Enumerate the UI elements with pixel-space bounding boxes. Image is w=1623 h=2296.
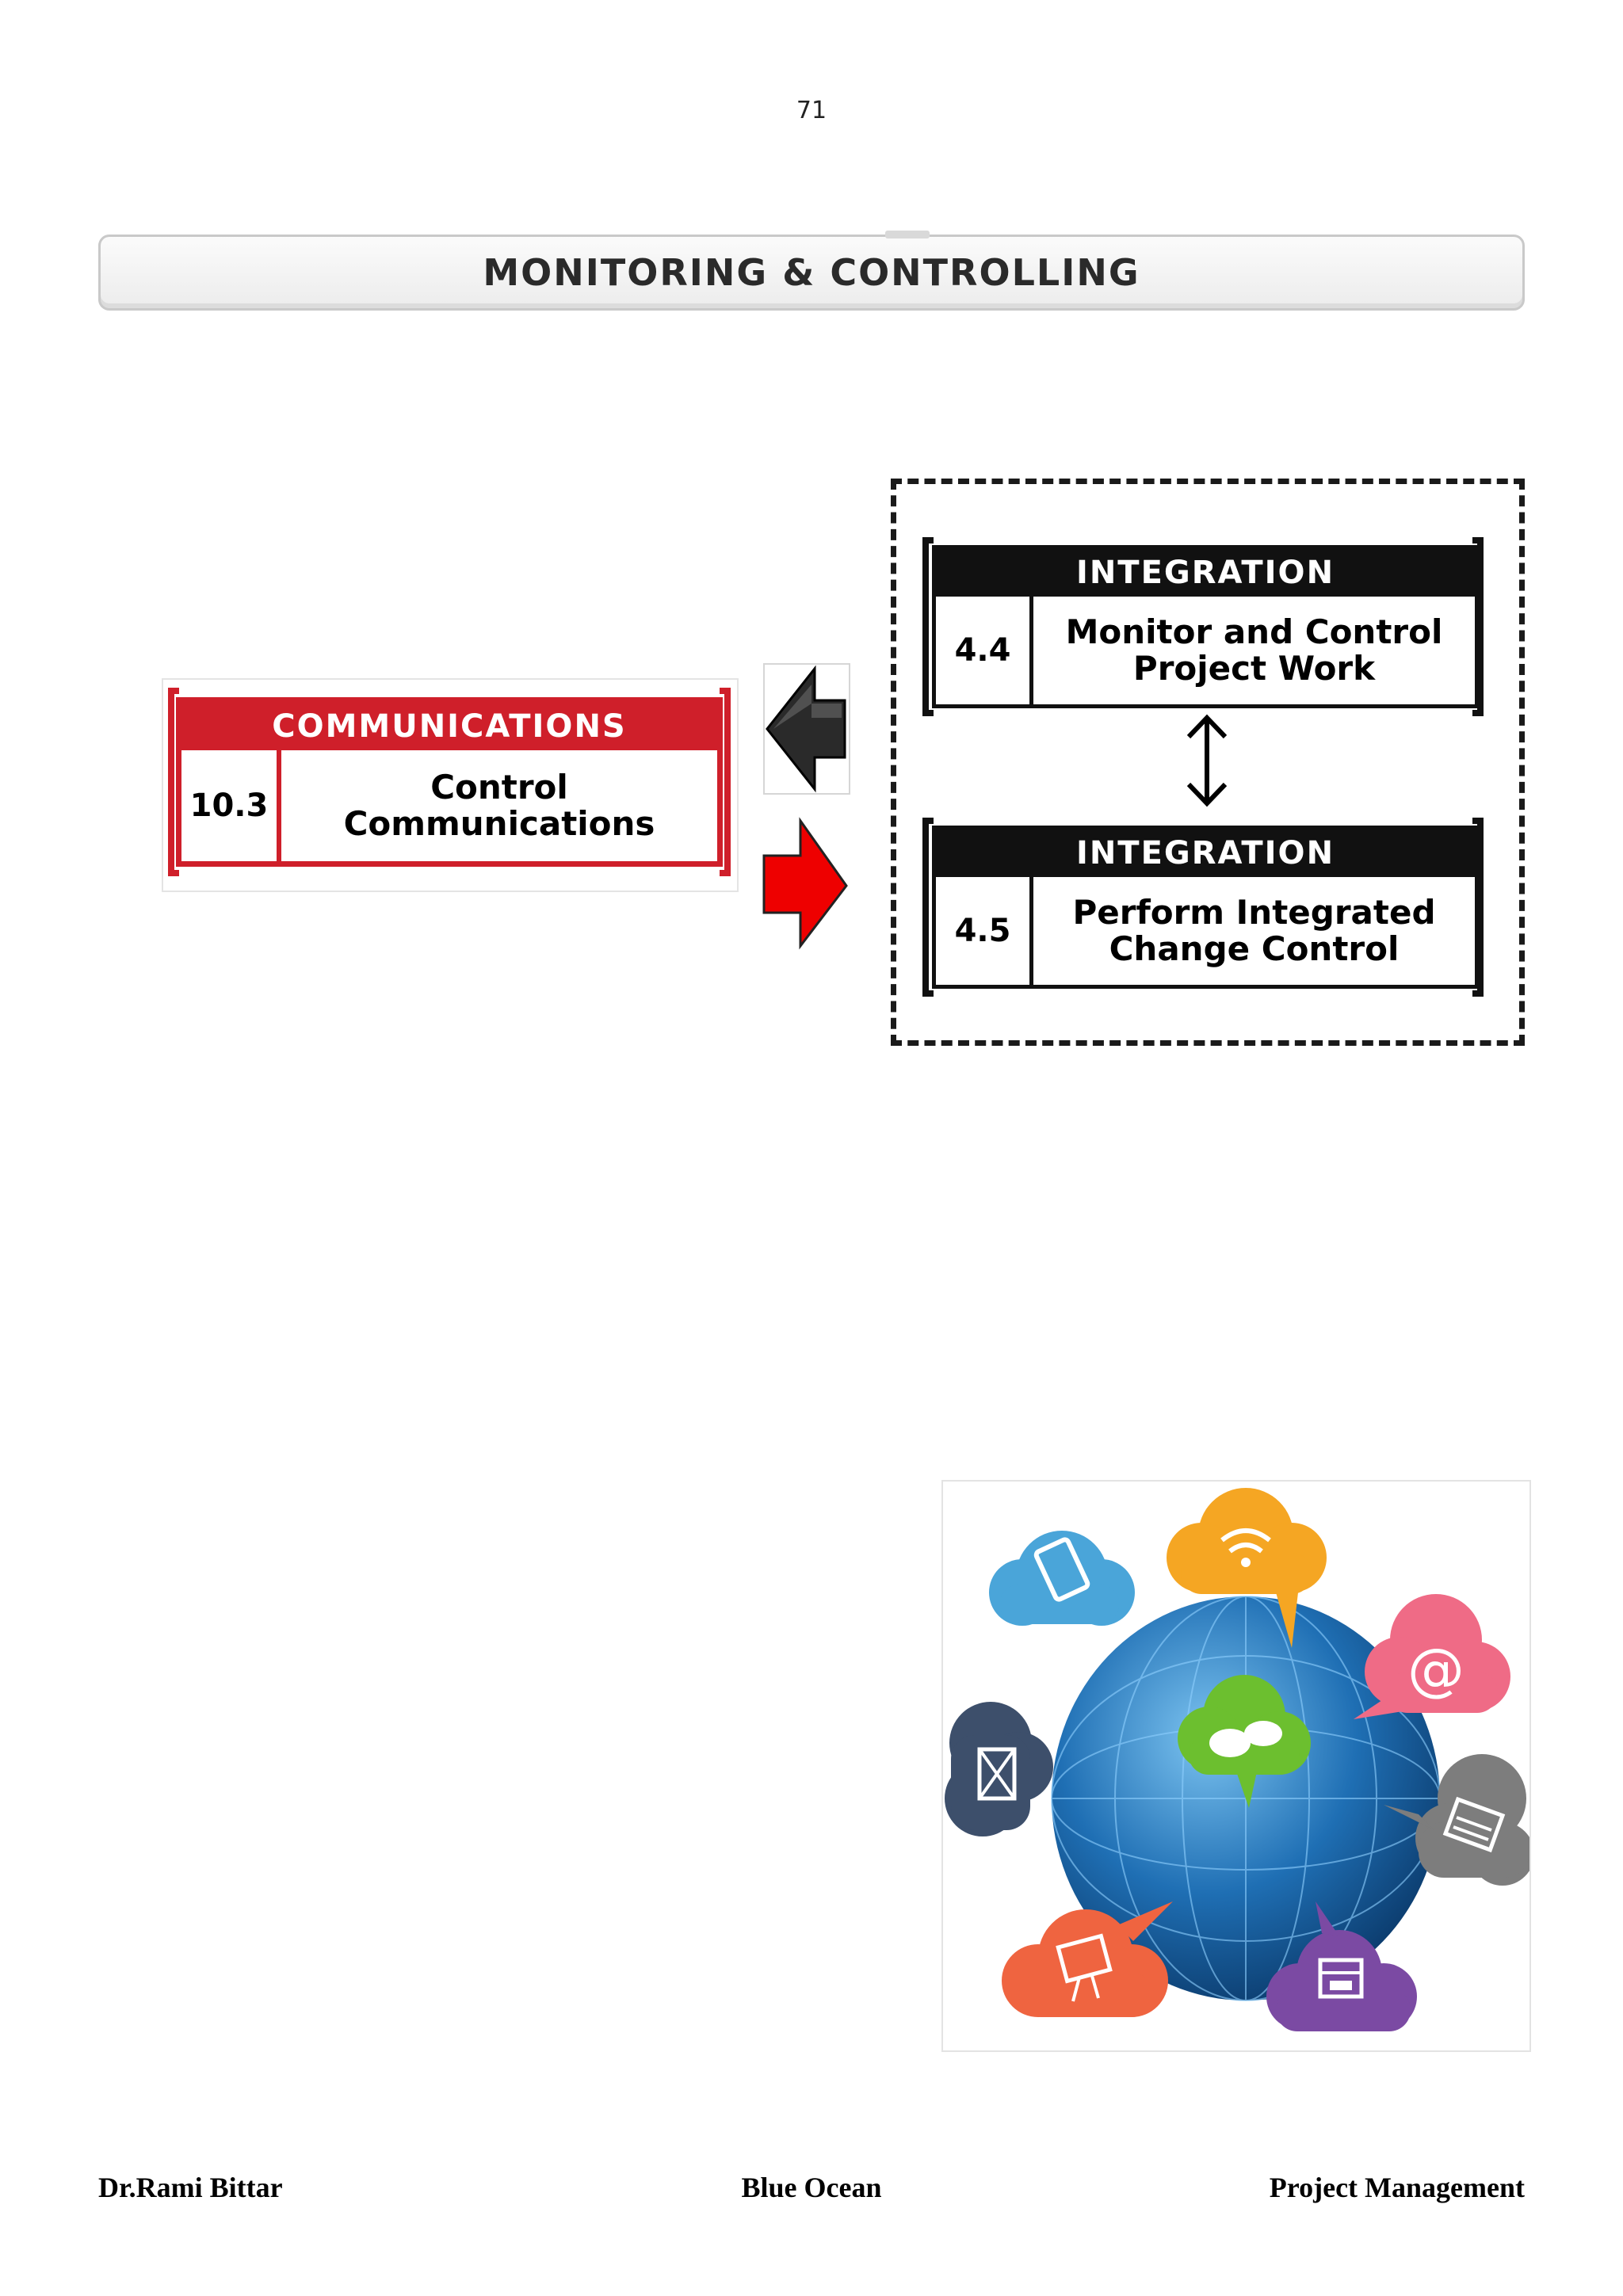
integration-process-name: Perform Integrated Change Control	[1072, 892, 1436, 968]
integration-bracket-left-2	[922, 818, 934, 997]
banner-tab	[885, 231, 930, 238]
wifi-icon	[1167, 1488, 1327, 1648]
integration-area-label: INTEGRATION	[936, 549, 1475, 597]
footer-course: Project Management	[1269, 2172, 1525, 2203]
tablet-icon	[989, 1531, 1135, 1626]
integration-process-number: 4.4	[936, 597, 1033, 704]
communications-process-box: COMMUNICATIONS 10.3 Control Communicatio…	[176, 697, 723, 867]
communications-bracket-left	[168, 688, 179, 876]
integration-process-name: Monitor and Control Project Work	[1065, 612, 1443, 688]
integration-process-box-2: INTEGRATION 4.5 Perform Integrated Chang…	[932, 826, 1479, 989]
integration-process-box-1: INTEGRATION 4.4 Monitor and Control Proj…	[932, 545, 1479, 708]
newspaper-icon	[1384, 1754, 1534, 1886]
at-sign-icon: @	[1354, 1594, 1510, 1719]
integration-bracket-right-2	[1472, 818, 1484, 997]
globe-illustration: @	[945, 1488, 1534, 2031]
communications-process-number: 10.3	[181, 750, 281, 861]
section-banner: MONITORING & CONTROLLING	[98, 231, 1525, 311]
integration-process-number: 4.5	[936, 877, 1033, 985]
footer-company: Blue Ocean	[741, 2172, 882, 2203]
arrow-left-icon	[763, 663, 850, 795]
communications-bracket-right	[720, 688, 731, 876]
presentation-board-icon	[1002, 1901, 1173, 2017]
printer-icon	[1266, 1901, 1417, 2031]
svg-text:@: @	[1407, 1636, 1465, 1703]
integration-bracket-right-1	[1472, 537, 1484, 716]
page-number: 71	[796, 97, 827, 124]
footer-author: Dr.Rami Bittar	[98, 2172, 283, 2203]
envelope-icon	[945, 1702, 1053, 1836]
arrow-right-icon	[762, 817, 848, 950]
communications-process-name: Control Communications	[343, 767, 655, 843]
communications-area-label: COMMUNICATIONS	[181, 703, 717, 750]
chat-bubbles-icon	[1178, 1675, 1311, 1808]
integration-bracket-left-1	[922, 537, 934, 716]
section-title: MONITORING & CONTROLLING	[483, 251, 1140, 294]
communication-globe-illustration: @	[941, 1480, 1534, 2052]
integration-area-label: INTEGRATION	[936, 830, 1475, 877]
double-arrow-icon	[1186, 714, 1228, 807]
